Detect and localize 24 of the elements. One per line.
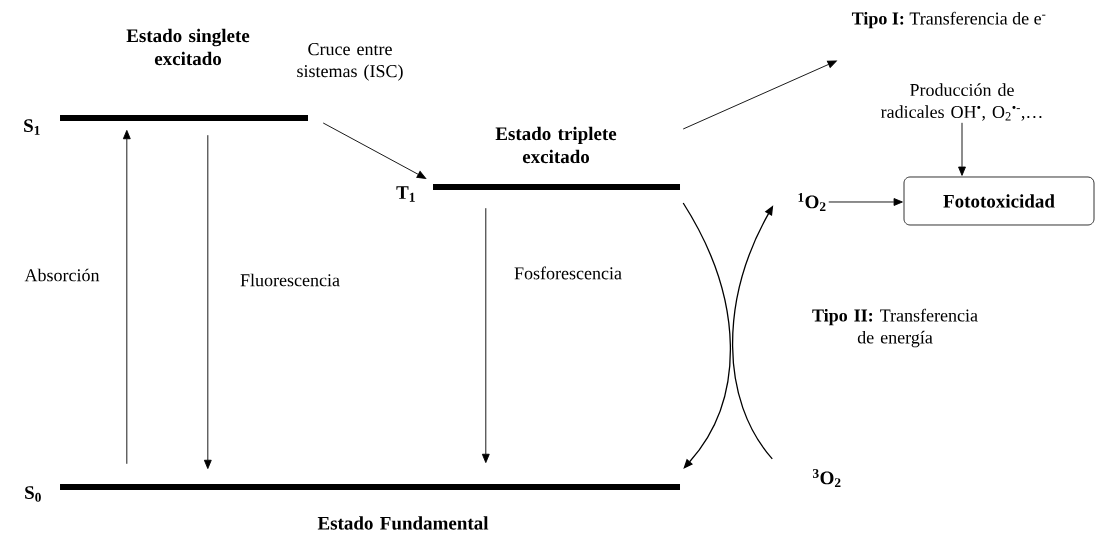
oxygen-label: $^{1}$O$_{2}$ bbox=[798, 193, 826, 211]
arrow bbox=[682, 202, 731, 469]
arrow bbox=[203, 134, 212, 470]
arrow bbox=[322, 122, 427, 179]
arrow bbox=[481, 207, 490, 464]
edge-label: Cruce entre sistemas (ISC) bbox=[297, 43, 403, 81]
arrow bbox=[122, 129, 131, 465]
tipo-text: Tipo I: Transferencia de e$^{-}$ bbox=[851, 11, 1046, 29]
state-heading: Estado singlete excitado bbox=[126, 28, 250, 66]
arrow bbox=[682, 60, 837, 130]
result-box: Fototoxicidad bbox=[903, 176, 1095, 226]
edge-label: Fluorescencia bbox=[240, 273, 340, 287]
arrow bbox=[958, 122, 966, 176]
level-label: S$_{0}$ bbox=[25, 486, 41, 502]
radical-text: Producción de radicales OH$^{•}$, O$_{2}$$^{•-}$,… bbox=[881, 83, 1042, 121]
arrow bbox=[828, 198, 903, 206]
level-label: T$_{1}$ bbox=[396, 186, 415, 202]
oxygen-label: $^{3}$O$_{2}$ bbox=[812, 469, 841, 487]
edge-label: Absorción bbox=[24, 268, 100, 282]
state-heading: Estado triplete excitado bbox=[495, 126, 617, 164]
level-label: S$_{1}$ bbox=[24, 119, 40, 135]
edge-label: Fosforescencia bbox=[514, 266, 622, 280]
process-label: Tipo II: Transferencia de energía bbox=[812, 308, 978, 348]
state-heading: Estado Fundamental bbox=[317, 516, 489, 530]
